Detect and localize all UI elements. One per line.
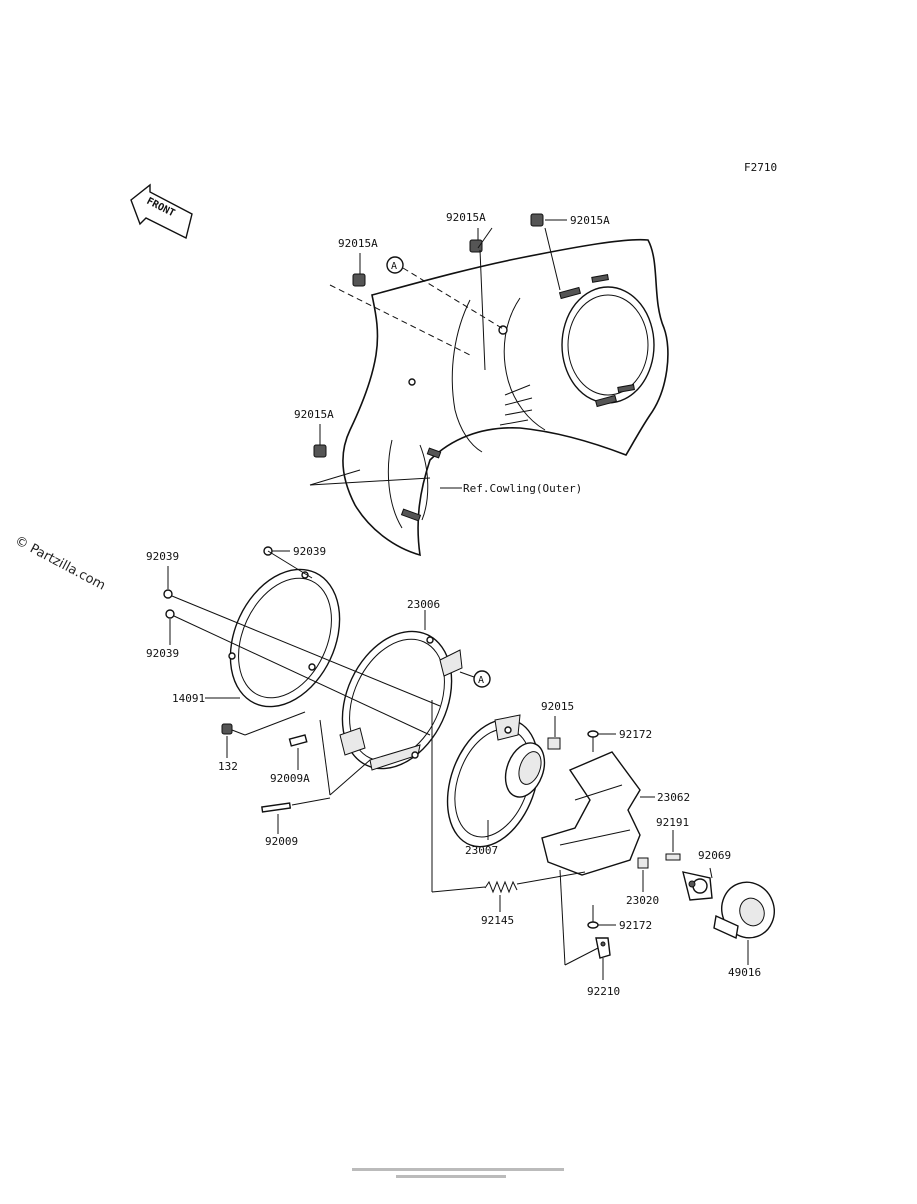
label-92015a-3: 92015A	[338, 237, 378, 250]
rim-14091	[228, 568, 341, 708]
reflector-23007	[446, 714, 546, 848]
label-92009a: 92009A	[270, 772, 310, 785]
page-code: F2710	[744, 161, 777, 174]
callout-a-top: A	[386, 256, 404, 274]
bolt-92009a: 92009A	[270, 719, 371, 796]
label-23062: 23062	[657, 791, 690, 804]
label-23020: 23020	[626, 894, 659, 907]
label-92015: 92015	[541, 700, 574, 713]
label-92145: 92145	[481, 914, 514, 927]
ref-cowling-label: Ref.Cowling(Outer)	[463, 482, 582, 495]
label-92009: 92009	[265, 835, 298, 848]
label-92172-2: 92172	[619, 919, 652, 932]
nut-92015a-top-center: 92015A	[446, 211, 493, 253]
watermark: © Partzilla.com	[12, 533, 108, 593]
spring-92145: 92145	[431, 700, 586, 927]
screw-92039-left-lower: 92039	[146, 609, 431, 736]
nut-92015a-left: 92015A	[338, 237, 378, 287]
bracket-23062: 23062	[541, 751, 690, 876]
screw-92039-top: 92039	[263, 545, 326, 579]
cowling-outer	[342, 238, 669, 557]
screw-92039-left-upper: 92039	[146, 550, 441, 707]
label-92210: 92210	[587, 985, 620, 998]
socket-23020: 23020	[626, 857, 659, 907]
housing-23006	[339, 630, 463, 771]
callout-a-lower: A	[473, 670, 491, 688]
screw-92009: 92009	[261, 797, 331, 848]
front-arrow-icon: FRONT	[130, 183, 193, 240]
screw-92172-bottom: 92172	[587, 905, 652, 932]
label-92015a-2: 92015A	[570, 214, 610, 227]
footer-copyright	[352, 1168, 564, 1178]
label-92191: 92191	[656, 816, 689, 829]
screw-92172-top: 92172	[587, 728, 652, 752]
label-92039-1: 92039	[293, 545, 326, 558]
label-92039-3: 92039	[146, 647, 179, 660]
cap-49016: 49016	[713, 881, 775, 979]
label-132: 132	[218, 760, 238, 773]
svg-text:A: A	[391, 261, 397, 272]
bulb-92069: 92069	[682, 849, 731, 901]
screw-132: 132	[218, 711, 306, 773]
label-92015a-1: 92015A	[446, 211, 486, 224]
label-23006: 23006	[407, 598, 440, 611]
svg-text:A: A	[478, 675, 484, 686]
nut-92015a-lower-left: 92015A	[294, 408, 334, 458]
label-49016: 49016	[728, 966, 761, 979]
label-23007: 23007	[465, 844, 498, 857]
nut-92015: 92015	[541, 700, 574, 750]
label-92172-1: 92172	[619, 728, 652, 741]
label-14091: 14091	[172, 692, 205, 705]
nut-92015a-top-right: 92015A	[530, 213, 610, 227]
grommet-92191: 92191	[656, 816, 689, 861]
label-92039-2: 92039	[146, 550, 179, 563]
label-92015a-4: 92015A	[294, 408, 334, 421]
label-92069: 92069	[698, 849, 731, 862]
nut-92210: 92210	[559, 869, 620, 998]
